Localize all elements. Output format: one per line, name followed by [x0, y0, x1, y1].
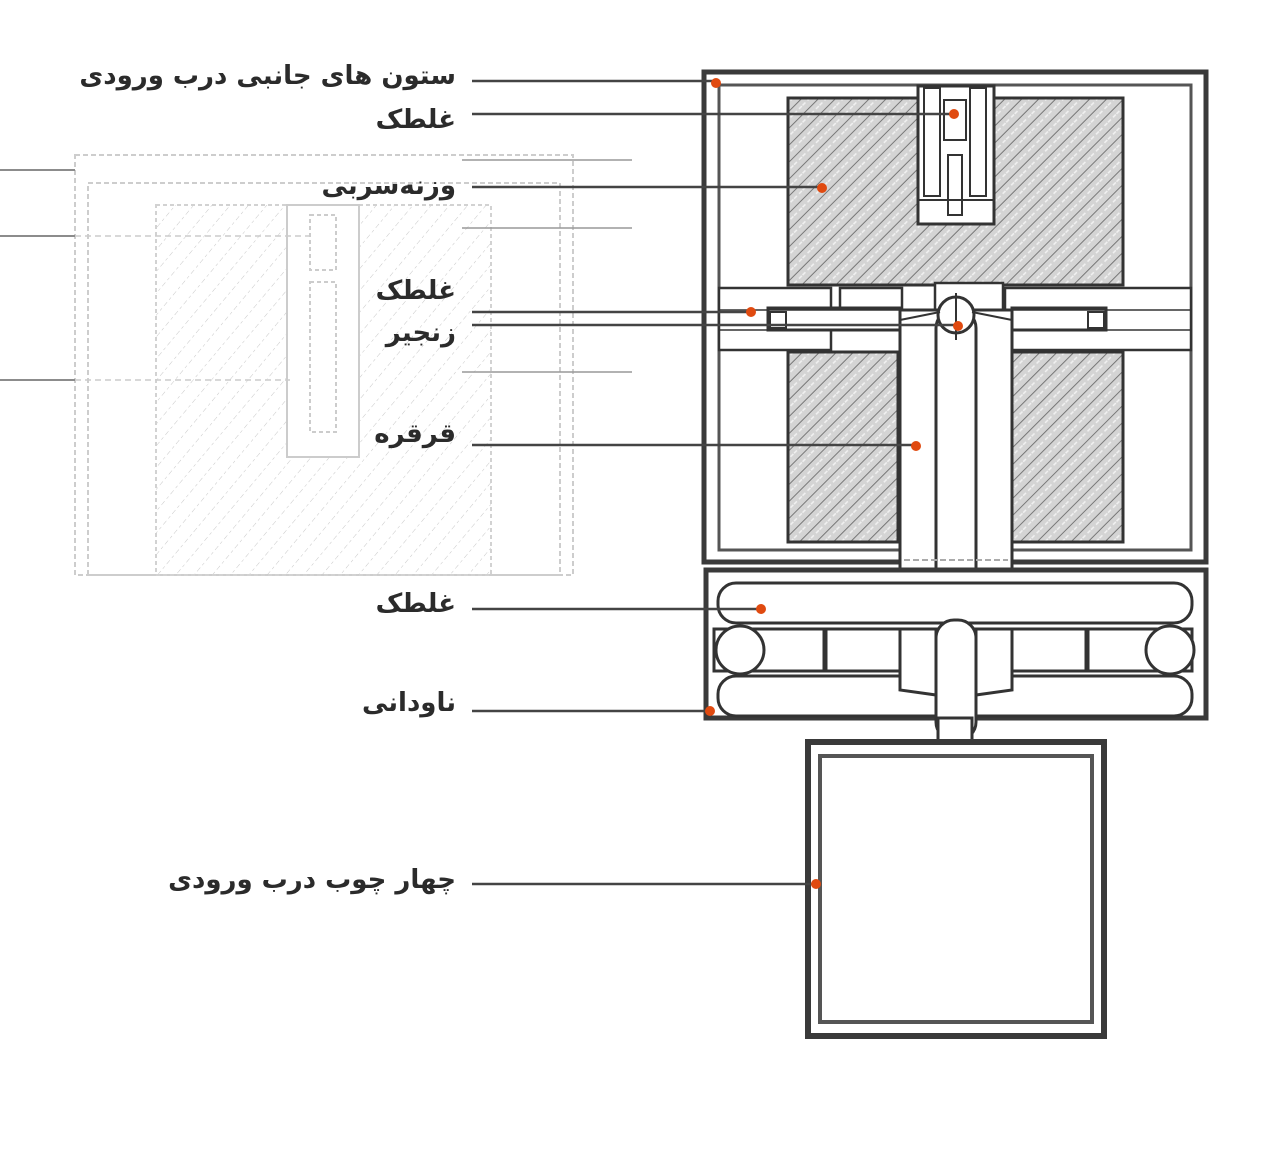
- marker-chain: [953, 321, 963, 331]
- label-roller-bottom: غلطک: [375, 589, 456, 619]
- label-door-frame: چهار چوب درب ورودی: [168, 865, 456, 895]
- label-chain: زنجیر: [385, 318, 456, 348]
- marker-roller-bottom: [756, 604, 766, 614]
- marker-side-columns: [711, 78, 721, 88]
- label-roller-middle: غلطک: [375, 276, 456, 306]
- ghost-overlay: [0, 154, 632, 576]
- marker-pulley: [911, 441, 921, 451]
- label-roller-top: غلطک: [375, 105, 456, 135]
- leader-lines: [472, 79, 958, 886]
- marker-roller-top: [949, 109, 959, 119]
- lower-housing: [703, 567, 1209, 742]
- door-frame: [805, 716, 1107, 1039]
- top-roller-assembly: [916, 84, 996, 226]
- marker-roller-middle: [746, 307, 756, 317]
- markers: [705, 78, 963, 889]
- marker-door-frame: [811, 879, 821, 889]
- marker-lead-weight: [817, 183, 827, 193]
- label-pulley: قرقره: [374, 419, 456, 449]
- label-lead-weight: وزنه‌سربی: [321, 171, 456, 201]
- label-side-columns: ستون های جانبی درب ورودی: [79, 61, 456, 91]
- marker-gutter: [705, 706, 715, 716]
- label-gutter: ناودانی: [361, 688, 456, 718]
